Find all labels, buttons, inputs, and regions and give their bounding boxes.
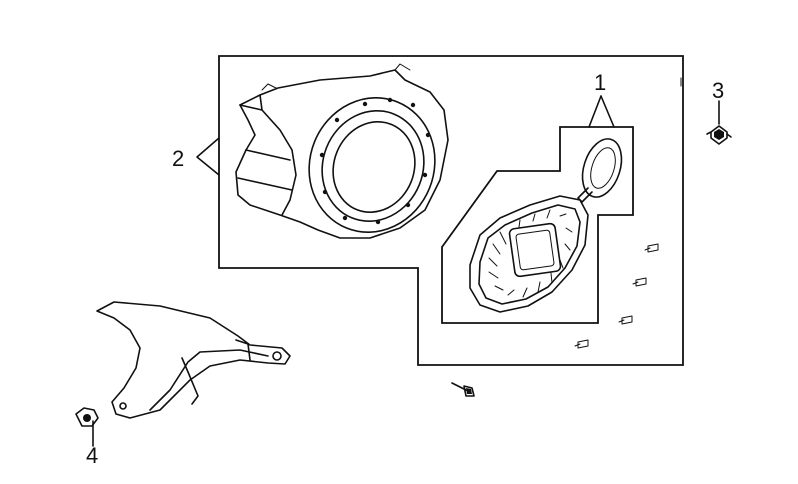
fan-shroud-icon [235, 63, 449, 239]
assembly-frame-2 [218, 55, 684, 366]
nut-icon [75, 407, 99, 427]
assembly-frame-1 [441, 126, 634, 324]
bracket-icon [96, 301, 291, 419]
bolt-icon [451, 382, 475, 397]
leader-1 [588, 95, 615, 128]
callout-4: 4 [86, 443, 98, 468]
callout-3: 3 [712, 78, 724, 103]
leader-2 [196, 137, 220, 176]
callout-1: 1 [594, 70, 606, 95]
recoil-starter-icon [469, 138, 659, 349]
callout-2: 2 [172, 146, 184, 171]
clip-icon [706, 125, 732, 145]
